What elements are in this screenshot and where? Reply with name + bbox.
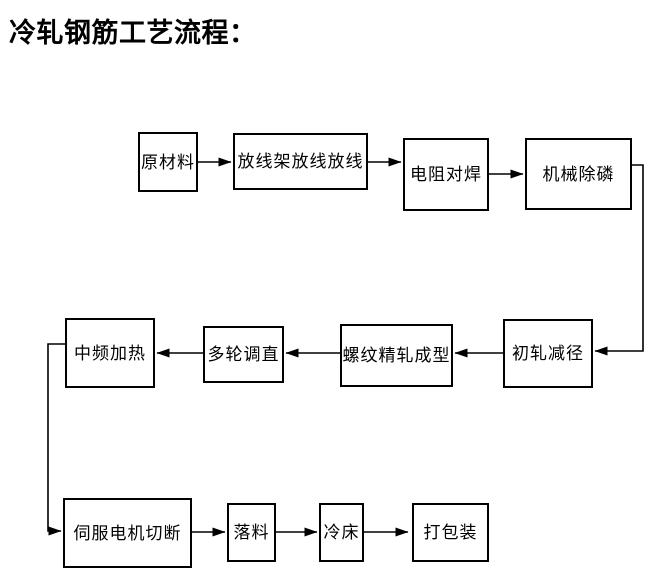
flow-node-servo-cutting: 伺服电机切断 (63, 498, 192, 568)
flow-node-label: 落料 (233, 523, 270, 542)
flow-node-payoff-rack: 放线架放线放线 (233, 133, 368, 190)
flow-node-raw-material: 原材料 (138, 132, 198, 192)
flow-node-initial-rolling: 初轧减径 (503, 319, 593, 388)
flow-node-cooling-bed: 冷床 (319, 503, 364, 562)
flow-node-label: 螺纹精轧成型 (342, 346, 451, 365)
flow-node-label: 冷床 (323, 523, 360, 542)
flow-node-label: 打包装 (423, 523, 478, 542)
flow-node-multi-roll-straighten: 多轮调直 (203, 326, 284, 383)
flow-node-label: 机械除磷 (542, 164, 615, 184)
flow-node-mf-heating: 中频加热 (65, 318, 155, 388)
flow-node-label: 原材料 (141, 152, 195, 172)
flow-node-label: 初轧减径 (512, 344, 584, 363)
flow-node-mechanical-descaling: 机械除磷 (525, 138, 632, 210)
flow-node-thread-rolling: 螺纹精轧成型 (340, 324, 453, 387)
flow-node-resistance-welding: 电阻对焊 (403, 138, 489, 211)
flow-node-label: 多轮调直 (207, 345, 280, 364)
page-title: 冷轧钢筋工艺流程： (9, 18, 257, 48)
flow-node-label: 电阻对焊 (410, 165, 482, 184)
flow-node-packing: 打包装 (412, 503, 489, 562)
flow-node-label: 放线架放线放线 (237, 152, 364, 171)
flow-node-label: 中频加热 (74, 343, 146, 363)
flow-node-label: 伺服电机切断 (73, 523, 182, 543)
flow-node-blanking: 落料 (227, 503, 276, 562)
